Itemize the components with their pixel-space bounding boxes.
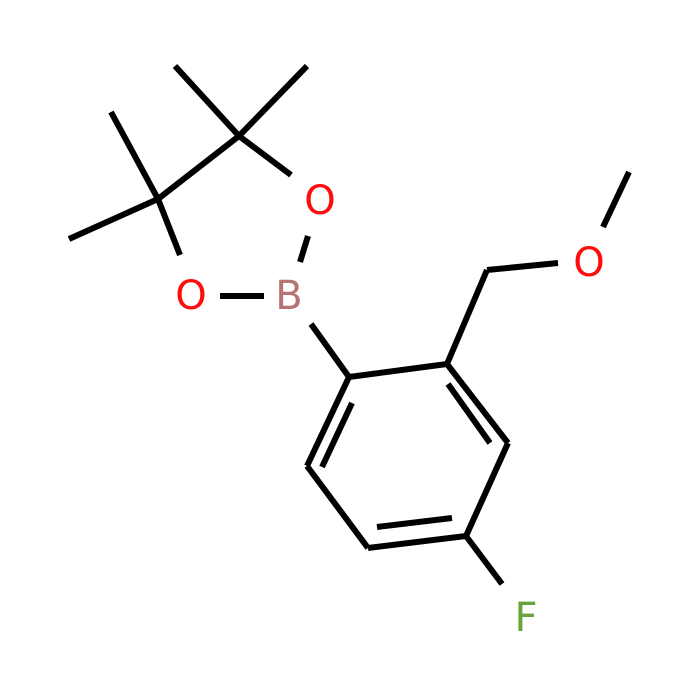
bond-c2-methyl-b: [236, 63, 310, 139]
bond-o1-b: [297, 235, 311, 263]
double-bond-inner-2: [376, 515, 453, 530]
bond-c1-c2: [156, 133, 241, 202]
bond-ring-2: [444, 362, 511, 445]
bond-b-aryl: [308, 322, 352, 379]
oxygen-label-ring-lower: O: [175, 273, 206, 319]
bond-ch2-o3: [486, 260, 559, 273]
fluorine-label: F: [514, 595, 537, 641]
bond-c2-o1: [237, 133, 293, 178]
bond-ring-3: [463, 441, 511, 538]
oxygen-label-ring-upper: O: [304, 178, 335, 224]
bond-c2-methyl-a: [172, 63, 242, 139]
double-bond-inner-3: [445, 382, 493, 445]
bond-ring-1: [348, 361, 448, 380]
bond-c1-methyl-a: [67, 196, 160, 242]
bond-o3-methyl: [600, 170, 632, 229]
bond-ring-5: [304, 464, 371, 550]
bond-ring-ch2: [444, 268, 490, 366]
bond-ring-6: [304, 375, 352, 468]
double-bond-inner-1: [319, 401, 355, 469]
boron-label: B: [275, 273, 302, 319]
bond-ring-f: [463, 534, 505, 586]
bond-c1-methyl-b: [108, 110, 161, 201]
oxygen-label-methoxy: O: [573, 240, 604, 286]
bond-o2-c1: [155, 197, 183, 257]
bond-ring-4: [367, 533, 467, 551]
